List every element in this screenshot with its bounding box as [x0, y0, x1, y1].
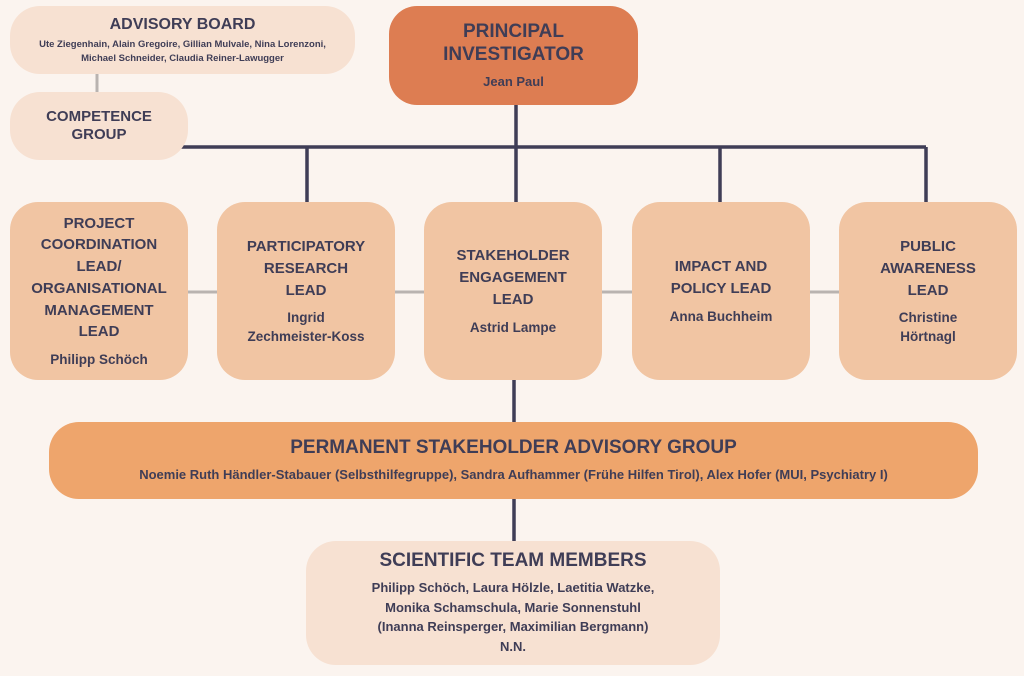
advisory-board-members: Ute Ziegenhain, Alain Gregoire, Gillian …	[39, 38, 326, 64]
lead-box-impact-policy: IMPACT AND POLICY LEAD Anna Buchheim	[632, 202, 810, 380]
competence-group-title: COMPETENCE GROUP	[46, 108, 152, 143]
lead-box-participatory-research: PARTICIPATORY RESEARCH LEAD Ingrid Zechm…	[217, 202, 395, 380]
scientific-team-members: Philipp Schöch, Laura Hölzle, Laetitia W…	[371, 580, 655, 654]
lead-title: PROJECT COORDINATION LEAD/ ORGANISATIONA…	[31, 214, 167, 341]
lead-title: PARTICIPATORY RESEARCH LEAD	[246, 238, 366, 299]
psag-members: Noemie Ruth Händler-Stabauer (Selbsthilf…	[139, 467, 888, 483]
lead-box-stakeholder-engagement: STAKEHOLDER ENGAGEMENT LEAD Astrid Lampe	[424, 202, 602, 380]
lead-title: IMPACT AND POLICY LEAD	[670, 258, 772, 297]
lead-name: Ingrid Zechmeister-Koss	[247, 310, 365, 344]
lead-title: PUBLIC AWARENESS LEAD	[880, 238, 976, 299]
lead-name: Anna Buchheim	[669, 308, 773, 324]
lead-name: Christine Hörtnagl	[898, 310, 958, 344]
principal-investigator-name: Jean Paul	[483, 73, 544, 89]
psag-title: PERMANENT STAKEHOLDER ADVISORY GROUP	[290, 437, 737, 459]
advisory-board-box: ADVISORY BOARD Ute Ziegenhain, Alain Gre…	[10, 6, 355, 74]
competence-group-box: COMPETENCE GROUP	[10, 92, 188, 160]
principal-investigator-title: PRINCIPAL INVESTIGATOR	[443, 20, 584, 65]
lead-name: Philipp Schöch	[50, 352, 148, 368]
scientific-team-box: SCIENTIFIC TEAM MEMBERS Philipp Schöch, …	[306, 541, 720, 665]
lead-title: STAKEHOLDER ENGAGEMENT LEAD	[456, 247, 570, 308]
lead-box-public-awareness: PUBLIC AWARENESS LEAD Christine Hörtnagl	[839, 202, 1017, 380]
permanent-stakeholder-advisory-group-box: PERMANENT STAKEHOLDER ADVISORY GROUP Noe…	[49, 422, 978, 499]
lead-name: Astrid Lampe	[469, 319, 557, 335]
lead-box-project-coordination: PROJECT COORDINATION LEAD/ ORGANISATIONA…	[10, 202, 188, 380]
advisory-board-title: ADVISORY BOARD	[109, 15, 256, 33]
principal-investigator-box: PRINCIPAL INVESTIGATOR Jean Paul	[389, 6, 638, 105]
scientific-team-title: SCIENTIFIC TEAM MEMBERS	[379, 549, 647, 571]
